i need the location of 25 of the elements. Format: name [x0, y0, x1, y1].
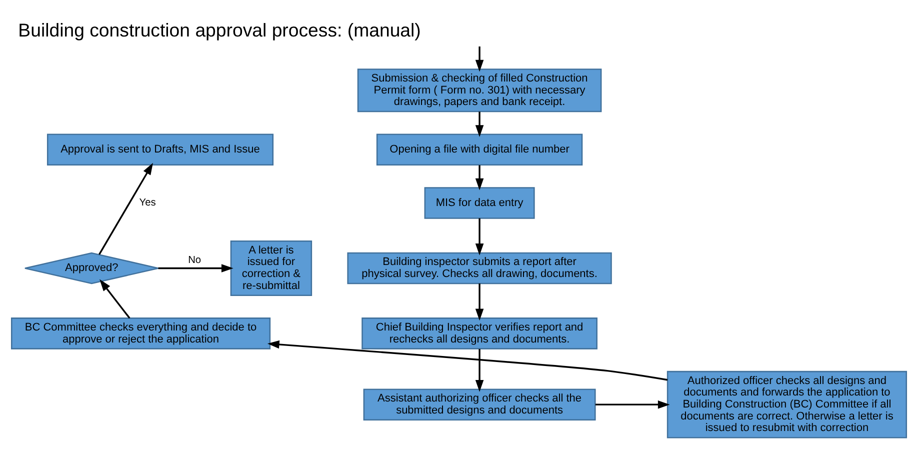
arrow: [475, 349, 484, 392]
diagram-title: Building construction approval process: (manual): [18, 20, 421, 41]
arrow: [100, 279, 130, 319]
arrow: [158, 264, 234, 272]
node-diamond: Approved?: [24, 252, 159, 284]
node-box: Opening a file with digital file number: [376, 134, 583, 166]
node-box: Assistant authorizing officer checks all the submitted designs and documents: [363, 388, 596, 420]
arrow: [267, 340, 668, 381]
node-box: A letter is issued for correction & re-submittal: [230, 240, 312, 296]
arrow: [595, 400, 670, 409]
node-box: Chief Building Inspector verifies report and rechecks all designs and documents.: [362, 318, 598, 350]
arrow: [98, 162, 153, 255]
node-box: MIS for data entry: [424, 187, 535, 219]
arrow: [475, 165, 484, 190]
arrow: [475, 284, 484, 321]
arrow: [475, 46, 484, 72]
node-box: Building inspector submits a report after physical survey. Checks all drawing, documents.: [347, 252, 612, 284]
edge-label: Yes: [139, 198, 156, 209]
node-box: Approval is sent to Drafts, MIS and Issue: [46, 134, 274, 166]
arrow: [475, 112, 484, 137]
node-box: Authorized officer checks all designs and documents and forwards the application to Building Construction (BC) Committee if all documents are correct. Otherwise a letter is issued to resubmit with correction: [666, 370, 908, 438]
edge-label: No: [188, 254, 202, 266]
arrow: [475, 218, 484, 256]
node-box: Submission & checking of filled Construction Permit form ( Form no. 301) with necessary drawings, papers and bank receipt.: [357, 68, 602, 112]
node-box: BC Committee checks everything and decide to approve or reject the application: [10, 318, 271, 350]
